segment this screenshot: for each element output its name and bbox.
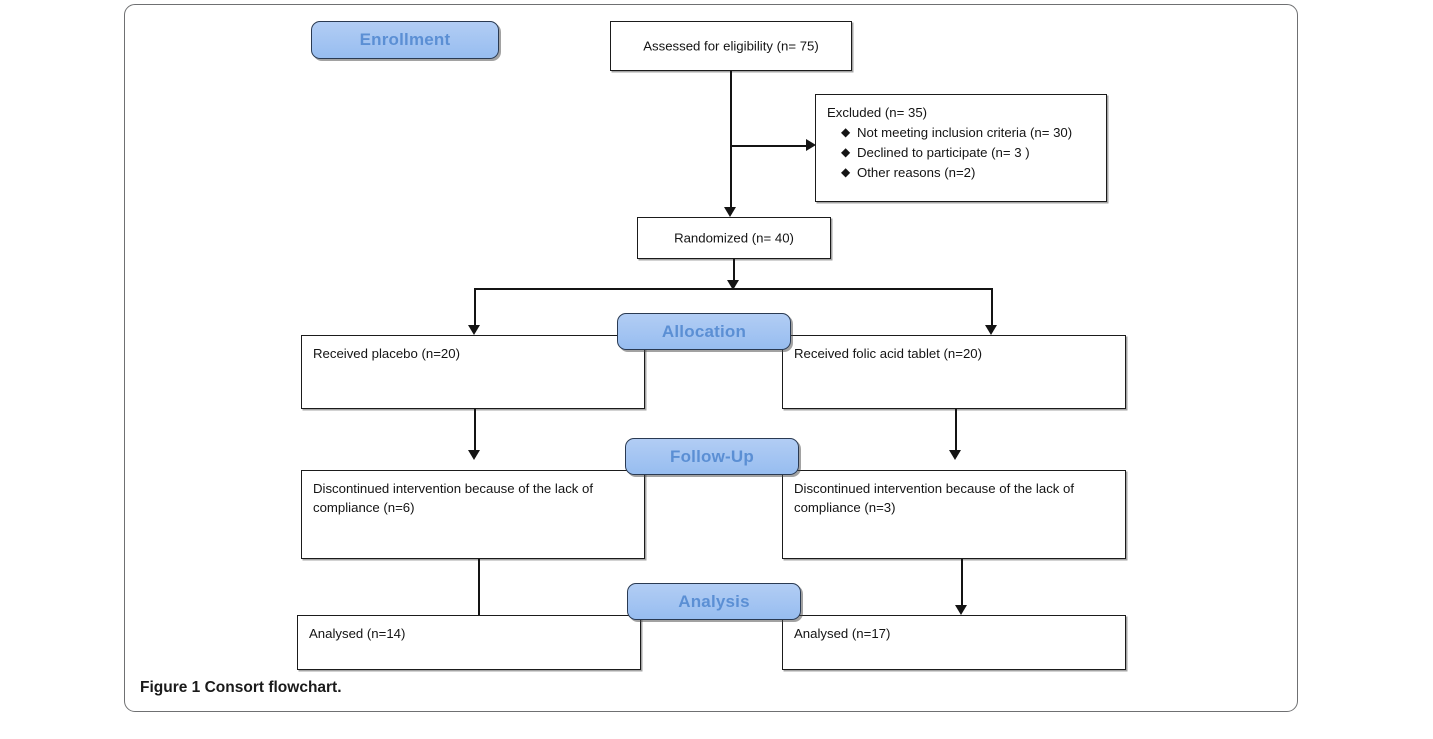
- node-randomized: Randomized (n= 40): [637, 217, 831, 259]
- connector-randomized-down: [733, 259, 735, 287]
- figure-caption: Figure 1 Consort flowchart.: [140, 679, 1140, 697]
- node-excluded: Excluded (n= 35) ◆ Not meeting inclusion…: [815, 94, 1107, 202]
- connector-to-excluded: [730, 145, 810, 147]
- list-item: ◆ Other reasons (n=2): [841, 163, 1098, 183]
- arrowhead-allocation-right: [985, 325, 997, 335]
- stage-pill-enrollment: Enrollment: [311, 21, 499, 59]
- arrowhead-followup-right: [949, 450, 961, 460]
- excluded-reason-list: ◆ Not meeting inclusion criteria (n= 30)…: [827, 123, 1098, 183]
- node-analysis-right: Analysed (n=17): [782, 615, 1126, 670]
- diamond-bullet-icon: ◆: [841, 165, 851, 180]
- stage-label-allocation: Allocation: [661, 321, 747, 341]
- arrowhead-to-randomized: [724, 207, 736, 217]
- figure-caption-text: Consort flowchart.: [204, 679, 342, 696]
- excluded-title: Excluded (n= 35): [827, 105, 928, 120]
- node-allocation-left: Received placebo (n=20): [301, 335, 645, 409]
- node-assessed-for-eligibility: Assessed for eligibility (n= 75): [610, 21, 852, 71]
- node-allocation-left-text: Received placebo (n=20): [313, 346, 460, 361]
- node-analysis-right-text: Analysed (n=17): [794, 626, 891, 641]
- excluded-reason-text: Other reasons (n=2): [857, 165, 976, 181]
- node-followup-left: Discontinued intervention because of the…: [301, 470, 645, 559]
- arrowhead-randomized-split: [727, 280, 739, 290]
- connector-allocation-left-drop: [474, 288, 476, 332]
- diamond-bullet-icon: ◆: [841, 145, 851, 160]
- node-followup-left-text: Discontinued intervention because of the…: [313, 481, 594, 516]
- excluded-reason-text: Not meeting inclusion criteria (n= 30): [857, 125, 1073, 141]
- node-randomized-text: Randomized (n= 40): [674, 230, 794, 246]
- arrowhead-to-excluded: [806, 139, 816, 151]
- stage-label-enrollment: Enrollment: [359, 30, 451, 49]
- node-assessed-text: Assessed for eligibility (n= 75): [643, 38, 819, 54]
- connector-assessed-to-randomized: [730, 71, 732, 214]
- stage-pill-allocation: Allocation: [617, 313, 791, 350]
- diamond-bullet-icon: ◆: [841, 125, 851, 140]
- connector-followup-right: [955, 409, 957, 457]
- connector-analysis-right: [961, 559, 963, 611]
- list-item: ◆ Declined to participate (n= 3 ): [841, 143, 1098, 163]
- excluded-reason-text: Declined to participate (n= 3 ): [857, 145, 1030, 161]
- stage-pill-followup: Follow-Up: [625, 438, 799, 475]
- stage-label-analysis: Analysis: [678, 591, 750, 611]
- node-allocation-right-text: Received folic acid tablet (n=20): [794, 346, 983, 361]
- stage-label-followup: Follow-Up: [670, 446, 754, 466]
- arrowhead-followup-left: [468, 450, 480, 460]
- node-analysis-left: Analysed (n=14): [297, 615, 641, 670]
- node-excluded-content: Excluded (n= 35) ◆ Not meeting inclusion…: [827, 103, 1098, 183]
- node-followup-right-text: Discontinued intervention because of the…: [794, 481, 1075, 516]
- node-allocation-right: Received folic acid tablet (n=20): [782, 335, 1126, 409]
- connector-allocation-right-drop: [991, 288, 993, 332]
- arrowhead-allocation-left: [468, 325, 480, 335]
- figure-caption-label: Figure 1: [140, 679, 201, 696]
- list-item: ◆ Not meeting inclusion criteria (n= 30): [841, 123, 1098, 143]
- arrowhead-analysis-right: [955, 605, 967, 615]
- node-analysis-left-text: Analysed (n=14): [309, 626, 406, 641]
- node-followup-right: Discontinued intervention because of the…: [782, 470, 1126, 559]
- connector-analysis-left: [478, 559, 480, 615]
- stage-pill-analysis: Analysis: [627, 583, 801, 620]
- connector-followup-left: [474, 409, 476, 457]
